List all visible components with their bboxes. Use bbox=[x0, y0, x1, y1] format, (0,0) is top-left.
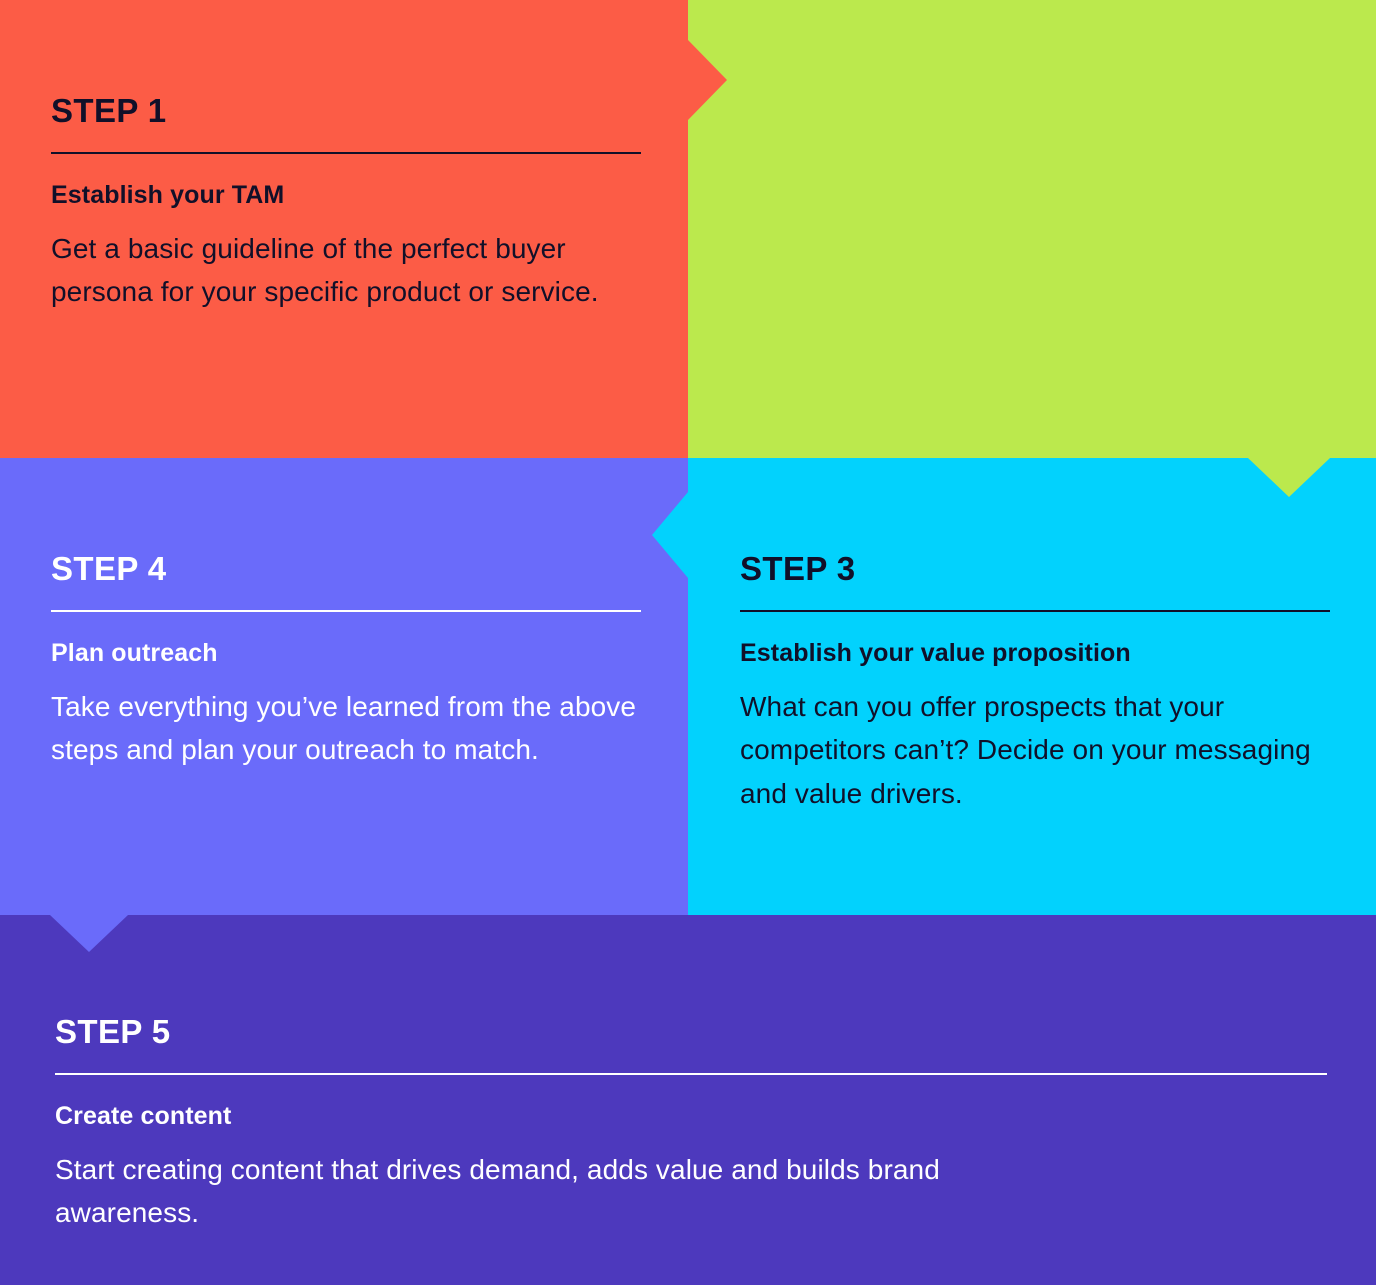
step-4-divider bbox=[51, 610, 641, 612]
arrow-down-icon-step-4-to-5 bbox=[50, 915, 128, 952]
step-4-label: STEP 4 bbox=[51, 550, 167, 587]
step-1-label: STEP 1 bbox=[51, 92, 167, 129]
step-4-title: Plan outreach bbox=[51, 639, 218, 667]
step-1-panel: STEP 1 Establish your TAM Get a basic gu… bbox=[0, 0, 688, 458]
step-3-body: What can you offer prospects that your c… bbox=[740, 690, 1311, 809]
step-5-body: Start creating content that drives deman… bbox=[55, 1153, 940, 1229]
step-4-panel: STEP 4 Plan outreach Take everything you… bbox=[0, 458, 688, 915]
step-1-content: STEP 1 Establish your TAM Get a basic gu… bbox=[51, 94, 641, 314]
arrow-left-icon-step-3-to-4 bbox=[652, 492, 688, 578]
step-3-divider bbox=[740, 610, 1330, 612]
step-3-title: Establish your value proposition bbox=[740, 639, 1131, 667]
step-5-divider bbox=[55, 1073, 1327, 1075]
step-5-title: Create content bbox=[55, 1102, 232, 1130]
step-2-panel: STEP 2 Decide on your goals Set actionab… bbox=[688, 0, 1376, 458]
step-3-label: STEP 3 bbox=[740, 550, 856, 587]
step-5-content: STEP 5 Create content Start creating con… bbox=[55, 1015, 1327, 1235]
step-4-content: STEP 4 Plan outreach Take everything you… bbox=[51, 552, 641, 772]
step-5-label: STEP 5 bbox=[55, 1013, 171, 1050]
step-1-divider bbox=[51, 152, 641, 154]
arrow-right-icon-step-1-to-2 bbox=[688, 40, 727, 120]
step-4-body: Take everything you’ve learned from the … bbox=[51, 690, 637, 766]
step-5-panel: STEP 5 Create content Start creating con… bbox=[0, 915, 1376, 1285]
arrow-down-icon-step-2-to-3 bbox=[1248, 458, 1330, 497]
step-1-body: Get a basic guideline of the perfect buy… bbox=[51, 232, 599, 308]
step-3-content: STEP 3 Establish your value proposition … bbox=[740, 552, 1330, 815]
step-3-panel: STEP 3 Establish your value proposition … bbox=[688, 458, 1376, 915]
step-1-title: Establish your TAM bbox=[51, 181, 285, 209]
